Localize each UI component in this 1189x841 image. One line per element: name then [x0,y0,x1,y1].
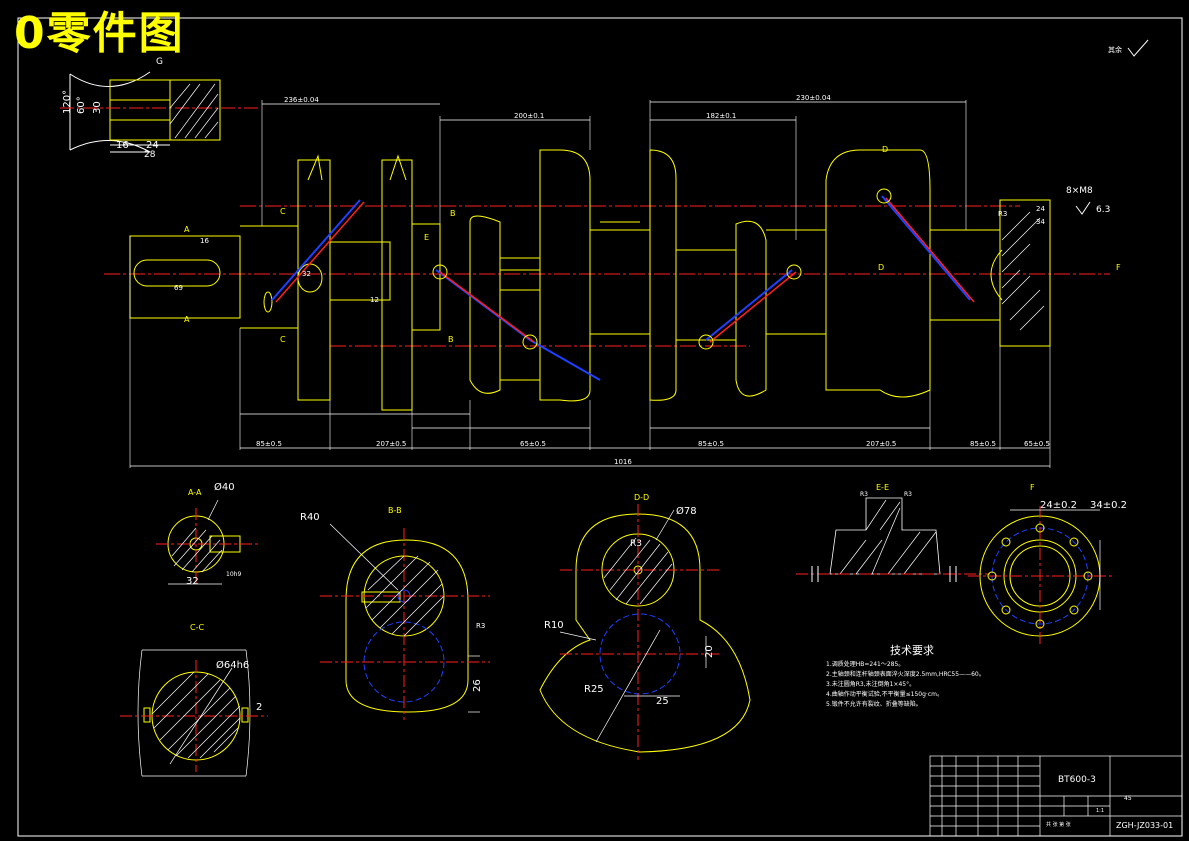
dim-12: 12 [370,296,379,304]
section-f-label: F [1030,483,1035,492]
main-view [104,100,1110,468]
dim-bot-4: 85±0.5 [698,440,724,448]
dim-24: 24 [1036,205,1045,213]
dim-16: 16 [200,237,209,245]
section-dd-r3: R3 [630,539,642,549]
section-aa-diameter: Ø40 [214,481,235,493]
section-mark-a-bottom: A [184,315,190,324]
main-roughness-icon [1075,201,1091,215]
section-mark-e: E [424,233,429,242]
section-f-dim-1: 24±0.2 [1040,500,1077,511]
dim-bot-7: 65±0.5 [1024,440,1050,448]
section-dd-r10: R10 [544,620,564,631]
tech-requirement-line: 3.未注圆角R3,未注倒角1×45°。 [826,680,915,688]
section-bb-r3: R3 [476,622,485,630]
section-f-view [968,506,1112,644]
title-block-material: 45 [1124,795,1132,802]
dim-key: 69 [174,284,183,292]
section-dd-dim-25: 25 [656,696,669,707]
section-mark-f: F [1116,263,1121,272]
section-aa-label: A-A [188,488,202,497]
section-ee-view [796,497,990,582]
section-cc-label: C-C [190,623,204,632]
title-block-drawing-no: ZGH-JZ033-01 [1116,821,1173,830]
section-f-dim-2: 34±0.2 [1090,500,1127,511]
section-ee-r3-right: R3 [904,491,912,498]
section-aa-view [156,499,258,585]
section-mark-c-top: C [280,207,286,216]
section-mark-b-bottom: B [448,335,454,344]
tech-requirement-line: 1.调质处理HB=241～285。 [826,660,904,668]
section-dd-view [539,504,751,760]
dim-screws: 8×M8 [1066,186,1093,196]
drawing-title: 0零件图 [14,8,185,59]
dim-bot-1: 85±0.5 [256,440,282,448]
section-ee-r3-left: R3 [860,491,868,498]
section-mark-d-top: D [882,145,888,154]
section-mark-b-top: B [450,209,456,218]
top-right-note: 其余 [1108,45,1122,54]
section-aa-width: 32 [186,576,199,587]
tech-requirement-line: 2.主轴颈和连杆轴颈表面淬火深度2.5mm,HRC55——60。 [826,670,985,678]
dim-top-left: 236±0.04 [284,96,319,104]
section-cc-view [120,649,268,777]
tech-requirement-line: 5.锻件不允许有裂纹、折叠等缺陷。 [826,700,922,708]
dim-34: 34 [1036,218,1045,226]
dim-mid-1: 200±0.1 [514,112,544,120]
tech-requirements-title: 技术要求 [890,644,934,657]
detail-g-dim-3: 30 [92,101,103,114]
dim-32: 32 [302,270,311,278]
detail-g-view [60,71,260,153]
section-dd-diameter: Ø78 [676,505,697,517]
section-dd-label: D-D [634,493,649,502]
title-block-part-name: BT600-3 [1058,775,1096,785]
section-mark-a-top: A [184,225,190,234]
dim-bot-3: 65±0.5 [520,440,546,448]
tech-requirements-list: 1.调质处理HB=241～285。 2.主轴颈和连杆轴颈表面淬火深度2.5mm,… [826,660,985,708]
dim-top-right: 230±0.04 [796,94,831,102]
section-dd-dim-20: 20 [704,645,715,658]
title-block-sheet: 共 张 第 张 [1046,821,1071,828]
dim-overall: 1016 [614,458,632,466]
dim-bot-6: 85±0.5 [970,440,996,448]
detail-g-angle-1: 120° [62,90,73,114]
dim-bot-2: 207±0.5 [376,440,406,448]
detail-g-angle-2: 60° [76,96,87,114]
roughness-symbol-icon [1127,39,1149,57]
detail-g-dim-1: 16 [116,140,129,151]
section-bb-view [320,523,490,720]
section-dd-r25: R25 [584,684,604,695]
section-cc-diameter: Ø64h6 [216,659,249,671]
dim-r3-main: R3 [998,210,1007,218]
detail-g-dim-4: 28 [144,150,156,160]
dim-bot-5: 207±0.5 [866,440,896,448]
section-bb-radius: R40 [300,512,320,523]
section-bb-label: B-B [388,506,402,515]
dim-mid-2: 182±0.1 [706,112,736,120]
section-cc-dim-2: 2 [256,702,262,713]
tech-requirement-line: 4.曲轴作动平衡试验,不平衡量≤150g·cm。 [826,690,943,698]
drawing-border [17,17,1183,837]
section-mark-c-bottom: C [280,335,286,344]
section-aa-tol: 10h9 [226,571,241,578]
section-mark-d-bottom: D [878,263,884,272]
section-ee-label: E-E [876,483,889,492]
section-bb-dim-26: 26 [472,679,483,692]
title-block [929,755,1183,837]
dim-roughness: 6.3 [1096,205,1110,215]
detail-g-label: G [156,57,163,67]
detail-g-dim-2: 24 [146,140,159,151]
title-block-scale: 1:1 [1096,808,1104,814]
